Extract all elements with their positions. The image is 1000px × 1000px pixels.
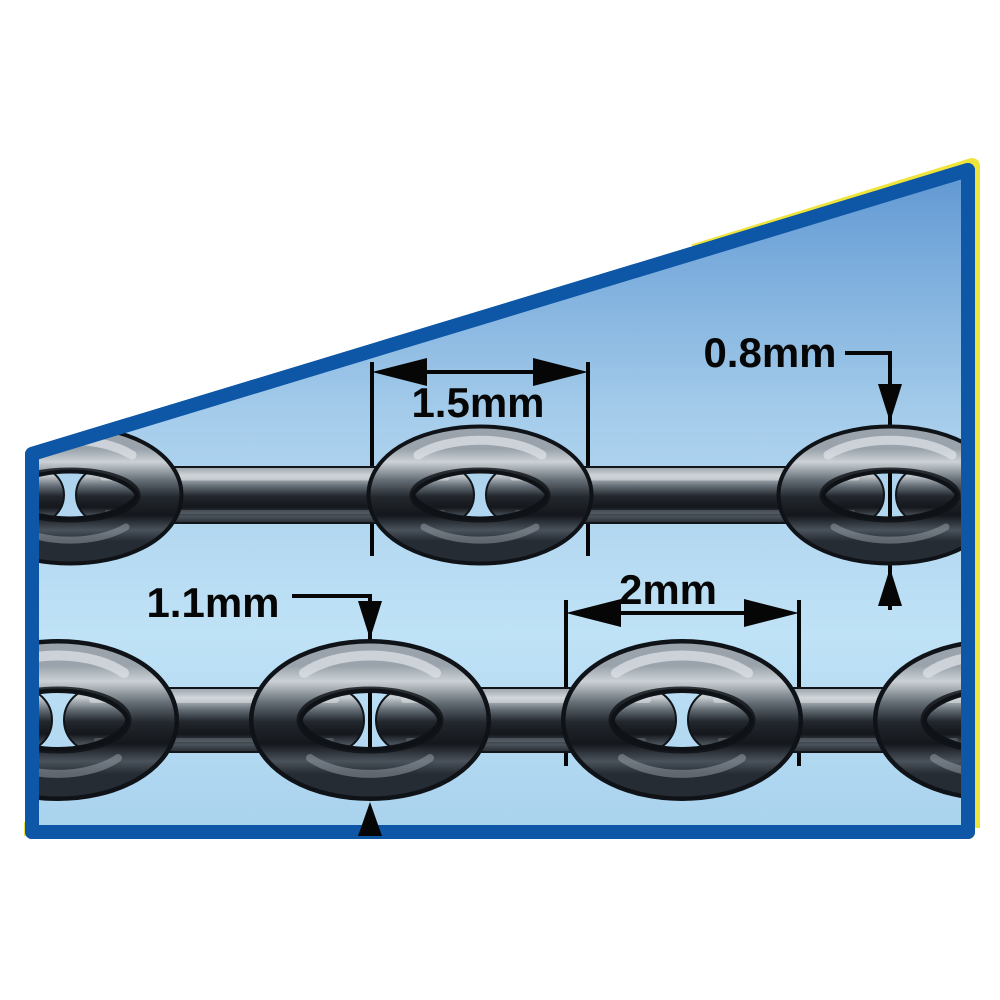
dim-1-5mm-arrowhead-right (533, 358, 588, 386)
panel-border (25, 163, 975, 839)
dimension-annotations: 1.5mm 0.8mm 1.1mm 2mm (146, 329, 837, 836)
dim-2mm-arrowhead-left (566, 599, 621, 627)
dim-0-8mm-label: 0.8mm (703, 329, 836, 376)
dim-0-8mm-arrowhead-up (878, 568, 902, 606)
dim-1-5mm-arrowhead-left (372, 358, 427, 386)
dim-2mm-arrowhead-right (744, 599, 799, 627)
top-chain (32, 440, 968, 541)
dim-1-1mm-leader (292, 594, 372, 800)
dim-1-1mm-label: 1.1mm (146, 579, 279, 626)
chain-link-bar (32, 687, 53, 753)
dim-1-1mm-arrowhead-up (358, 802, 382, 836)
dim-0-8mm-arrowhead-down (878, 384, 902, 422)
dim-2mm-label: 2mm (619, 566, 717, 613)
dim-1-5mm-label: 1.5mm (411, 379, 544, 426)
dim-1-1mm-arrowhead-down (358, 601, 382, 639)
bottom-chain (32, 655, 1000, 774)
